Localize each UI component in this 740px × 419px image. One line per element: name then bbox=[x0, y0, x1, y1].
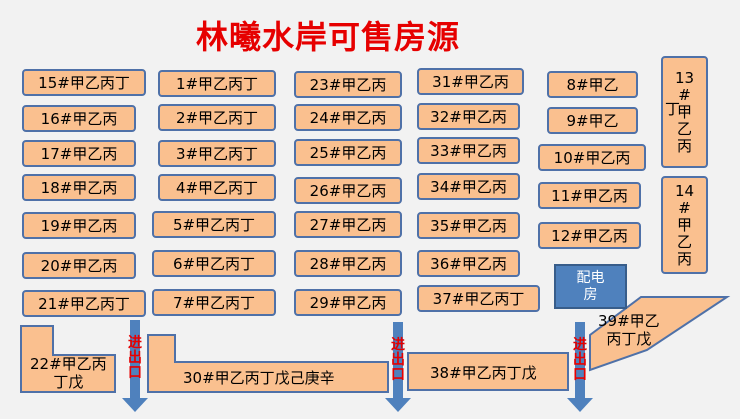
unit-22-label-line-2: 丁戊 bbox=[53, 373, 84, 391]
unit-33[interactable]: 33#甲乙丙 bbox=[417, 137, 520, 164]
unit-16[interactable]: 16#甲乙丙 bbox=[22, 105, 136, 132]
unit-13-line-4: 乙 bbox=[676, 119, 692, 138]
unit-13[interactable]: 13 # 甲 乙 丙 bbox=[661, 56, 708, 168]
unit-27[interactable]: 27#甲乙丙 bbox=[294, 211, 402, 238]
entrance-2-char-2: 出 bbox=[391, 352, 405, 368]
unit-32[interactable]: 32#甲乙丙 bbox=[417, 103, 520, 130]
entrance-1-char-2: 出 bbox=[128, 350, 142, 366]
unit-30-shape[interactable] bbox=[147, 334, 389, 393]
unit-23[interactable]: 23#甲乙丙 bbox=[294, 71, 402, 98]
unit-24[interactable]: 24#甲乙丙 bbox=[294, 104, 402, 131]
unit-22-shape[interactable] bbox=[20, 325, 116, 393]
unit-13-line-2: # bbox=[678, 85, 691, 104]
unit-35[interactable]: 35#甲乙丙 bbox=[417, 212, 520, 239]
unit-17[interactable]: 17#甲乙丙 bbox=[22, 140, 136, 167]
unit-4[interactable]: 4#甲乙丙丁 bbox=[158, 174, 276, 201]
unit-21[interactable]: 21#甲乙丙丁 bbox=[22, 290, 146, 317]
entrance-1-char-1: 进 bbox=[128, 335, 142, 351]
unit-10[interactable]: 10#甲乙丙 bbox=[538, 144, 646, 171]
unit-14-line-5: 丙 bbox=[676, 249, 692, 268]
unit-22-label-line-1: 22#甲乙丙 bbox=[30, 355, 107, 373]
unit-39-shape[interactable] bbox=[589, 296, 731, 372]
unit-39-label-line-2: 丙丁戊 bbox=[606, 330, 652, 348]
unit-7[interactable]: 7#甲乙丙丁 bbox=[152, 289, 276, 316]
unit-13-line-3: 甲 bbox=[676, 102, 692, 121]
entrance-3-char-3: 口 bbox=[573, 367, 587, 383]
page-title: 林曦水岸可售房源 bbox=[196, 18, 461, 56]
unit-25[interactable]: 25#甲乙丙 bbox=[294, 139, 402, 166]
unit-6[interactable]: 6#甲乙丙丁 bbox=[152, 250, 276, 277]
entrance-arrow-2 bbox=[385, 322, 411, 412]
unit-13-line-5: 丙 bbox=[676, 136, 692, 155]
unit-38-shape[interactable] bbox=[407, 352, 569, 391]
unit-15[interactable]: 15#甲乙丙丁 bbox=[22, 69, 146, 96]
entrance-label-2: 进 出 口 bbox=[390, 338, 406, 383]
unit-8[interactable]: 8#甲乙 bbox=[547, 71, 638, 98]
unit-29[interactable]: 29#甲乙丙 bbox=[294, 289, 402, 316]
unit-11[interactable]: 11#甲乙丙 bbox=[538, 182, 641, 209]
unit-19[interactable]: 19#甲乙丙 bbox=[22, 212, 136, 239]
entrance-2-char-3: 口 bbox=[391, 367, 405, 383]
entrance-label-3: 进 出 口 bbox=[572, 338, 588, 383]
unit-14-line-2: # bbox=[678, 198, 691, 217]
unit-14-line-1: 14 bbox=[674, 181, 695, 200]
unit-30-label: 30#甲乙丙丁戊己庚辛 bbox=[183, 369, 335, 387]
unit-36[interactable]: 36#甲乙丙 bbox=[417, 250, 520, 277]
unit-14[interactable]: 14 # 甲 乙 丙 bbox=[661, 176, 708, 274]
unit-3[interactable]: 3#甲乙丙丁 bbox=[158, 140, 276, 167]
unit-26[interactable]: 26#甲乙丙 bbox=[294, 177, 402, 204]
unit-13-side-label: 丁 bbox=[665, 100, 681, 118]
unit-2[interactable]: 2#甲乙丙丁 bbox=[158, 104, 276, 131]
entrance-1-char-3: 口 bbox=[128, 365, 142, 381]
unit-22-label: 22#甲乙丙 丁戊 bbox=[30, 355, 107, 391]
entrance-arrow-1 bbox=[122, 320, 148, 412]
entrance-2-char-1: 进 bbox=[391, 337, 405, 353]
unit-18[interactable]: 18#甲乙丙 bbox=[22, 174, 136, 201]
unit-38-label: 38#甲乙丙丁戊 bbox=[430, 364, 537, 382]
unit-12[interactable]: 12#甲乙丙 bbox=[538, 222, 641, 249]
entrance-3-char-1: 进 bbox=[573, 337, 587, 353]
unit-28[interactable]: 28#甲乙丙 bbox=[294, 250, 402, 277]
unit-5[interactable]: 5#甲乙丙丁 bbox=[152, 211, 276, 238]
entrance-arrow-3 bbox=[567, 322, 593, 412]
unit-39-label: 39#甲乙 丙丁戊 bbox=[598, 312, 660, 348]
unit-37[interactable]: 37#甲乙丙丁 bbox=[417, 285, 540, 312]
unit-31[interactable]: 31#甲乙丙 bbox=[417, 68, 524, 95]
unit-14-line-3: 甲 bbox=[676, 215, 692, 234]
unit-20[interactable]: 20#甲乙丙 bbox=[22, 252, 136, 279]
power-room-label: 配电房 bbox=[576, 269, 605, 303]
unit-14-line-4: 乙 bbox=[676, 232, 692, 251]
entrance-3-char-2: 出 bbox=[573, 352, 587, 368]
unit-1[interactable]: 1#甲乙丙丁 bbox=[158, 70, 276, 97]
unit-9[interactable]: 9#甲乙 bbox=[547, 107, 638, 134]
unit-39-label-line-1: 39#甲乙 bbox=[598, 312, 660, 330]
unit-13-line-1: 13 bbox=[674, 68, 695, 87]
unit-34[interactable]: 34#甲乙丙 bbox=[417, 173, 520, 200]
entrance-label-1: 进 出 口 bbox=[127, 336, 143, 381]
power-room[interactable]: 配电房 bbox=[554, 264, 627, 309]
